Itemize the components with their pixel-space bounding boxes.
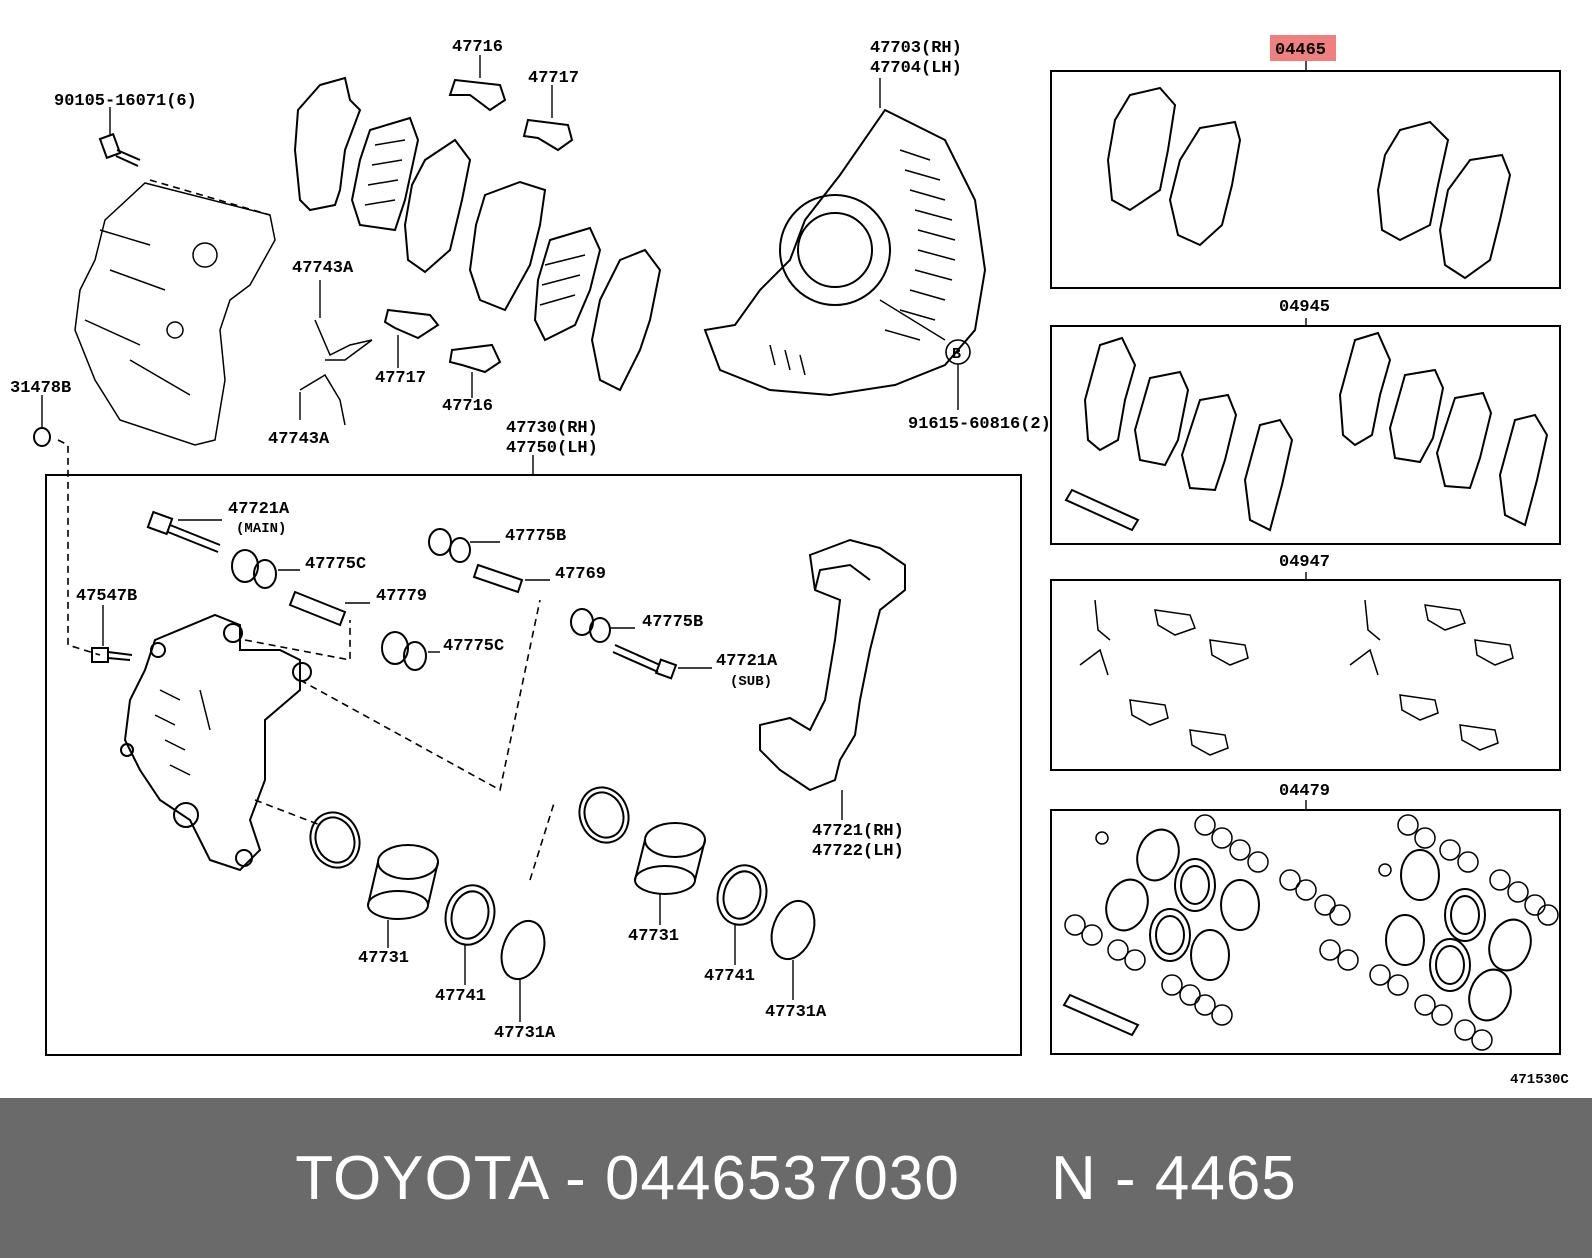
clip-47716-top-drawing <box>448 78 507 112</box>
label-47775c-a: 47775C <box>305 555 366 574</box>
pin-47769-drawing <box>472 563 524 594</box>
kit-04479-boots-drawing <box>1064 814 1559 1051</box>
label-04947: 04947 <box>1279 553 1330 572</box>
label-47716-top: 47716 <box>452 38 503 57</box>
label-47731a-b: 47731A <box>765 1003 827 1022</box>
footer-part-number: TOYOTA - 0446537030 N - 4465 <box>295 1143 1297 1213</box>
label-47547b: 47547B <box>76 587 137 606</box>
bleeder-47547b-drawing <box>91 647 133 663</box>
pad-lines <box>364 139 586 306</box>
caliper-assembly-box <box>45 474 1022 1056</box>
label-47721a-main: 47721A <box>228 500 290 519</box>
label-reference: 471530C <box>1510 1072 1569 1088</box>
label-47775c-b: 47775C <box>443 637 504 656</box>
boot-47775c-a-drawing <box>231 549 277 589</box>
guide-bolt-sub-drawing <box>612 644 678 680</box>
caliper-body-fins <box>154 689 211 776</box>
label-47750: 47750(LH) <box>506 439 598 458</box>
label-90105: 90105-16071(6) <box>54 92 197 111</box>
dust-shield-slots <box>769 149 956 376</box>
boot-47775b-b-drawing <box>570 608 611 643</box>
label-47717-bot: 47717 <box>375 369 426 388</box>
label-47741-b: 47741 <box>704 967 755 986</box>
label-47779: 47779 <box>376 587 427 606</box>
label-04479: 04479 <box>1279 782 1330 801</box>
kit-04945-pads-drawing <box>1064 331 1549 532</box>
label-sub: (SUB) <box>730 674 772 690</box>
label-31478b: 31478B <box>10 379 71 398</box>
kit-04945-box <box>1050 325 1561 545</box>
seal-ring-1-drawing <box>309 811 361 869</box>
label-47722: 47722(LH) <box>812 842 904 861</box>
label-47721a-sub: 47721A <box>716 652 778 671</box>
label-47721: 47721(RH) <box>812 822 904 841</box>
piston-47731-b-drawing <box>634 822 706 895</box>
kit-04479-box <box>1050 809 1561 1055</box>
label-47731-b: 47731 <box>628 927 679 946</box>
label-b: B <box>952 346 961 363</box>
label-91615: 91615-60816(2) <box>908 415 1051 434</box>
seal-47741-a-drawing <box>444 884 496 946</box>
label-04465-highlight <box>1270 35 1336 61</box>
label-47731-a: 47731 <box>358 949 409 968</box>
ring-47731a-b-drawing <box>770 899 816 961</box>
kit-04947-box <box>1050 579 1561 771</box>
label-47743a-bot: 47743A <box>268 430 330 449</box>
clip-47717-top-drawing <box>522 118 574 152</box>
shim-47743a-drawing <box>299 319 373 426</box>
clip-47717-bot-drawing <box>383 308 440 340</box>
piston-47731-a-drawing <box>367 844 439 920</box>
label-main: (MAIN) <box>236 521 286 537</box>
seal-47741-b-drawing <box>716 864 768 926</box>
kit-04947-clips-drawing <box>1079 599 1514 756</box>
mounting-bracket-drawing <box>759 538 906 792</box>
parts-diagram: 47716 47717 47703(RH) 47704(LH) 90105-16… <box>10 35 1569 1088</box>
clip-47716-bot-drawing <box>448 343 502 374</box>
label-47716-bot: 47716 <box>442 397 493 416</box>
kit-04479-seals-drawing <box>1062 828 1532 1037</box>
kit-04465-pads-drawing <box>1106 86 1512 280</box>
pin-47779-drawing <box>288 590 347 627</box>
label-04945: 04945 <box>1279 298 1330 317</box>
label-47717-top: 47717 <box>528 69 579 88</box>
bolt-90105-drawing <box>98 132 141 167</box>
label-47731a-a: 47731A <box>494 1024 556 1043</box>
steering-knuckle-drawing <box>74 182 276 446</box>
guide-bolt-main-drawing <box>146 510 221 553</box>
boot-47775c-b-drawing <box>381 631 427 671</box>
dust-shield-drawing <box>703 108 987 397</box>
label-47703: 47703(RH) <box>870 39 962 58</box>
caliper-body-drawing <box>120 613 312 872</box>
label-04465: 04465 <box>1275 41 1326 60</box>
label-47775b-a: 47775B <box>505 527 566 546</box>
label-47743a-top: 47743A <box>292 259 354 278</box>
kit-04465-box <box>1050 70 1561 289</box>
brake-pads-top-drawing <box>293 76 662 392</box>
boot-47775b-a-drawing <box>428 528 471 563</box>
label-47775b-b: 47775B <box>642 613 703 632</box>
label-47741-a: 47741 <box>435 987 486 1006</box>
seal-ring-2-drawing <box>578 786 630 844</box>
label-47730: 47730(RH) <box>506 419 598 438</box>
plug-31478b-drawing <box>33 427 51 447</box>
label-47704: 47704(LH) <box>870 59 962 78</box>
ring-47731a-a-drawing <box>500 919 546 981</box>
footer-bar: TOYOTA - 0446537030 N - 4465 <box>0 1098 1592 1258</box>
label-47769: 47769 <box>555 565 606 584</box>
